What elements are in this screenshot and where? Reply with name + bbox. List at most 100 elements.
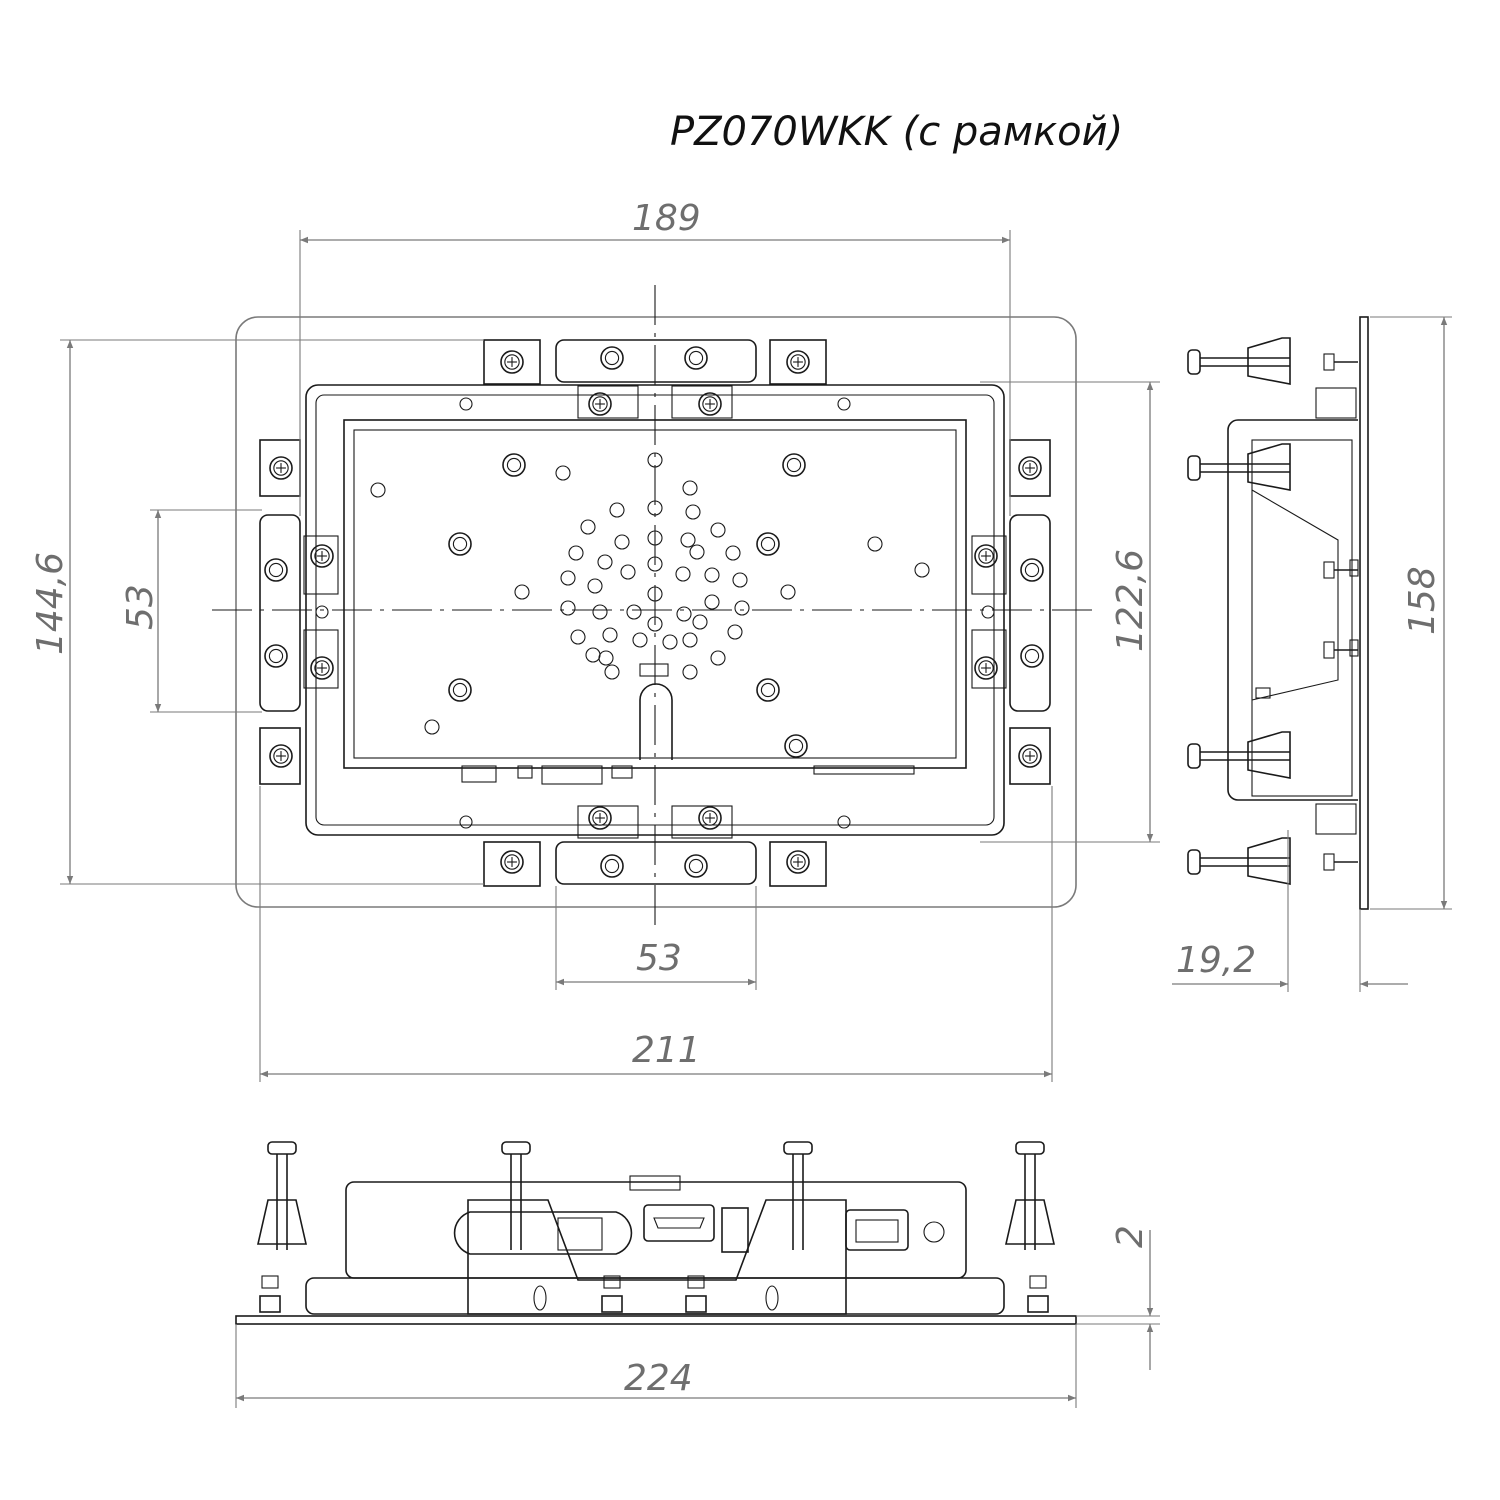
screw (786, 350, 810, 374)
vent-hole (734, 600, 750, 616)
dim-top-width: 189 (632, 198, 701, 239)
standoff (684, 346, 708, 370)
dim-bottom-width: 224 (624, 1358, 693, 1399)
screw (500, 350, 524, 374)
right-bracket-mid (1009, 514, 1051, 712)
dim-overall-width: 211 (632, 1030, 701, 1071)
screw (1018, 744, 1042, 768)
vent-hole (682, 480, 698, 496)
screw (588, 392, 612, 416)
side-screw (1323, 561, 1358, 579)
vent-hole (632, 632, 648, 648)
standoff (600, 854, 624, 878)
bottom-standoff (1027, 1275, 1049, 1313)
screw (974, 544, 998, 568)
vent-hole (587, 578, 603, 594)
side-screw (1323, 353, 1358, 371)
side-clamp (1187, 731, 1291, 779)
screw (500, 850, 524, 874)
screw (269, 456, 293, 480)
side-screw (1323, 853, 1358, 871)
usb-port (845, 1209, 909, 1251)
vent-hole (662, 634, 678, 650)
screw (269, 744, 293, 768)
vent-hole (609, 502, 625, 518)
screw (310, 544, 334, 568)
vent-hole (602, 627, 618, 643)
bottom-clamp (267, 1141, 297, 1250)
standoff (264, 644, 288, 668)
bottom-clamp (1015, 1141, 1045, 1250)
vent-hole (514, 584, 530, 600)
vent-hole (555, 465, 571, 481)
vent-hole (560, 570, 576, 586)
bottom-standoff (601, 1275, 623, 1313)
vent-hole (676, 606, 692, 622)
screw (786, 850, 810, 874)
dim-right-height: 122,6 (1110, 549, 1151, 652)
standoff (502, 453, 526, 477)
small-screw (459, 815, 473, 829)
bottom-standoff (259, 1275, 281, 1313)
dim-bottom-thickness: 2 (1110, 1225, 1151, 1248)
bottom-frame-plate (235, 1315, 1077, 1325)
bottom-housing (305, 1277, 1005, 1315)
standoff (600, 346, 624, 370)
vent-hole (689, 544, 705, 560)
dim-side-depth: 19,2 (1176, 940, 1256, 981)
vent-slot (639, 663, 669, 677)
dim-left-inner: 53 (120, 584, 161, 630)
small-screw (837, 815, 851, 829)
dim-left-height: 144,6 (30, 552, 71, 655)
small-screw (315, 605, 329, 619)
screw (588, 806, 612, 830)
side-clamp (1187, 337, 1291, 385)
vent-hole (710, 650, 726, 666)
vent-hole (580, 519, 596, 535)
small-screw (459, 397, 473, 411)
vent-hole (675, 566, 691, 582)
vent-hole (732, 572, 748, 588)
bottom-body (345, 1181, 967, 1279)
vent-hole (585, 647, 601, 663)
right-bracket-bottom (1009, 727, 1051, 785)
bottom-clamp (783, 1141, 813, 1250)
bottom-center-bracket (467, 1199, 847, 1315)
standoff (1020, 644, 1044, 668)
vent-hole (914, 562, 930, 578)
left-bracket-mid (259, 514, 301, 712)
screw (1018, 456, 1042, 480)
top-bracket-left (483, 339, 541, 385)
vent-hole (626, 604, 642, 620)
side-clamp (1187, 443, 1291, 491)
vent-hole (370, 482, 386, 498)
vent-hole (620, 564, 636, 580)
bottom-standoff (685, 1275, 707, 1313)
side-screw (1323, 641, 1358, 659)
vent-hole (560, 600, 576, 616)
bottom-bracket-left (483, 841, 541, 887)
standoff (756, 532, 780, 556)
bottom-view (235, 1141, 1077, 1325)
vent-hole (568, 545, 584, 561)
small-screw (837, 397, 851, 411)
top-bracket-center (555, 339, 757, 383)
bottom-bracket-right (769, 841, 827, 887)
vga-port (453, 1211, 633, 1255)
standoff (448, 678, 472, 702)
vent-hole (867, 536, 883, 552)
dim-bottom-inner: 53 (636, 938, 682, 979)
top-bracket-right (769, 339, 827, 385)
standoff (782, 453, 806, 477)
vent-hole (604, 664, 620, 680)
screw (698, 806, 722, 830)
bottom-clamps (256, 1141, 1056, 1313)
standoff (264, 558, 288, 582)
vent-hole (592, 604, 608, 620)
screw (310, 656, 334, 680)
side-clamps (1187, 337, 1358, 885)
vent-hole (704, 594, 720, 610)
standoff (784, 734, 808, 758)
vent-hole (614, 534, 630, 550)
